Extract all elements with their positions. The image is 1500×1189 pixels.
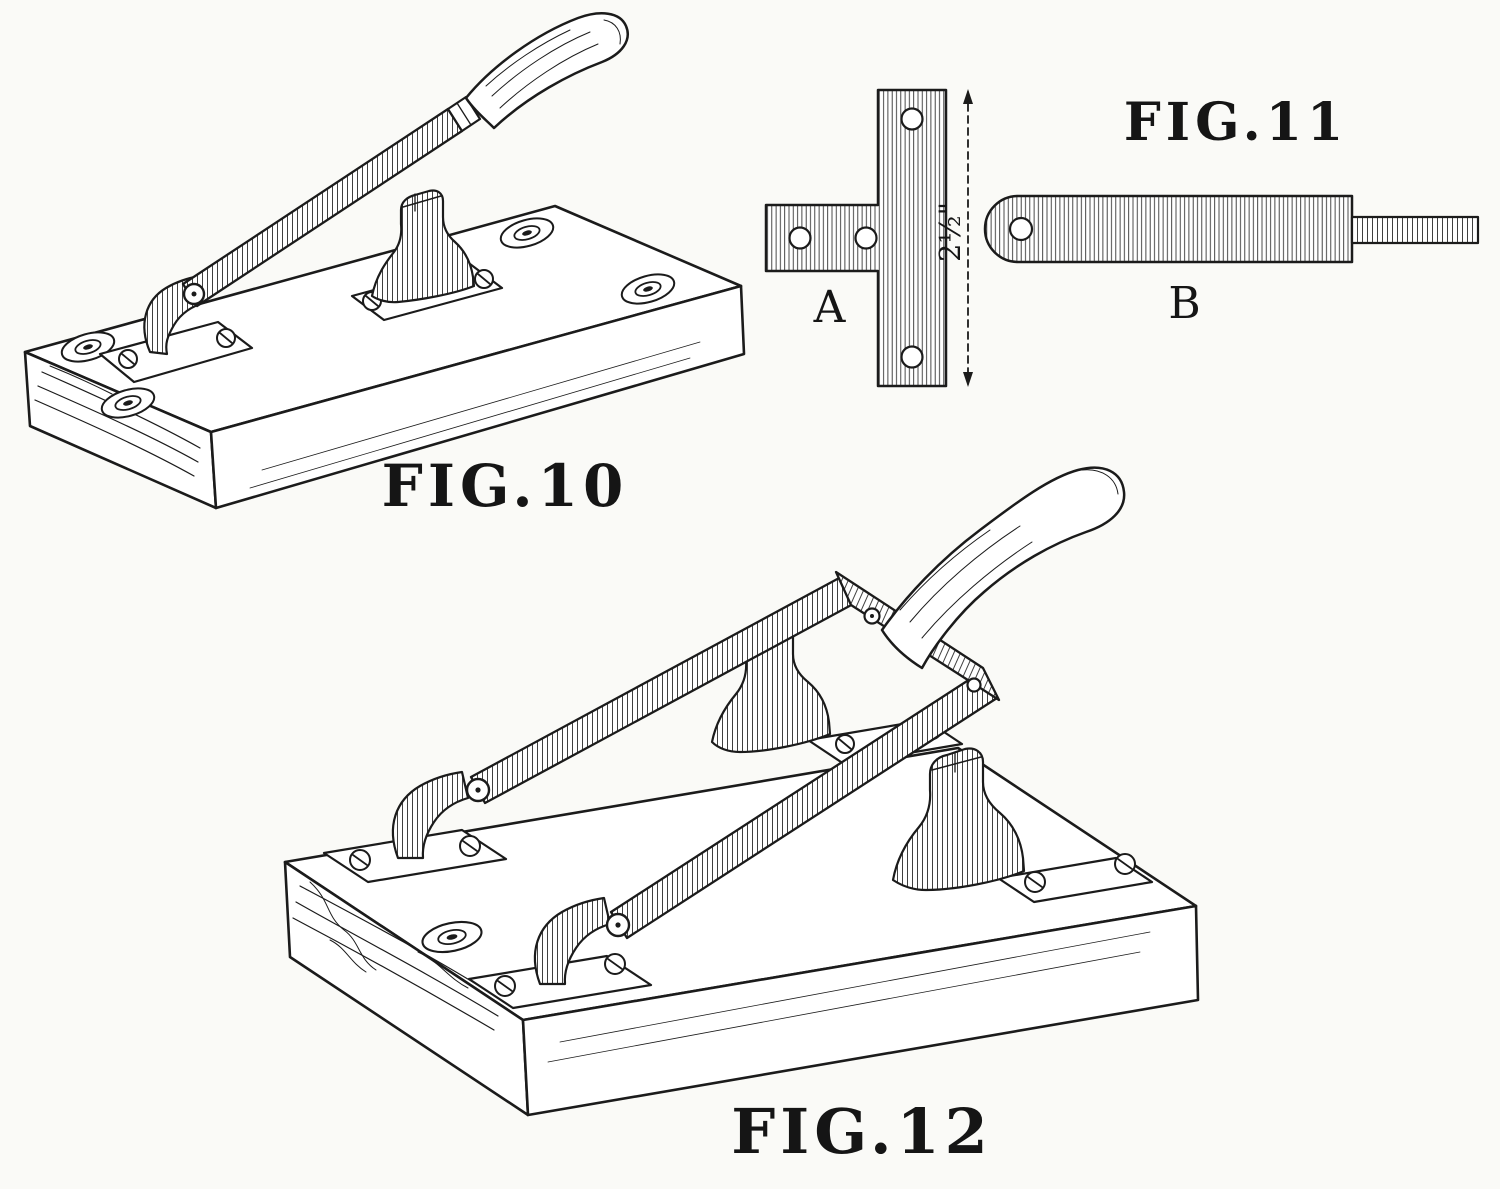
fig10-illustration [23,12,746,510]
fig12-caption: FIG.12 [731,1095,993,1168]
part-a-label: A [813,282,847,333]
fig12-hinge-clip [533,896,612,986]
screw-head [118,349,138,369]
part-b-label: B [1168,278,1202,329]
countersunk-hole [620,273,676,305]
fig11-part-a [764,88,948,388]
fig12-jaw-clip [891,747,1026,892]
screw-head [1114,853,1136,875]
fig10-hinge-plate [98,320,254,384]
fig12-handle [880,466,1126,670]
countersunk-hole [100,387,156,419]
fig10-jaw-clip [370,189,476,304]
screw-head [1024,871,1046,893]
screw-head [494,975,516,997]
screw-head [474,269,494,289]
screw-head [216,328,236,348]
fig12-jaw-plate [996,853,1154,904]
screw-head [349,849,371,871]
fig10-handle [464,12,629,130]
fig11-part-b [983,194,1480,264]
rivet [863,607,982,693]
dimension-line [963,89,973,387]
dimension-label: 2½" [933,202,967,262]
fig10-ferrule [446,95,482,133]
countersunk-hole [421,920,483,954]
fig11-caption: FIG.11 [1123,92,1349,153]
countersunk-hole [499,217,555,249]
screw-head [604,953,626,975]
fig12-illustration [283,466,1200,1117]
screw-head [835,734,855,754]
fig10-caption: FIG.10 [381,452,629,520]
threaded-rod [1350,215,1480,245]
fig12-hinge-clip [391,770,470,860]
screw-head [459,835,481,857]
fig11-illustration [764,88,1480,388]
